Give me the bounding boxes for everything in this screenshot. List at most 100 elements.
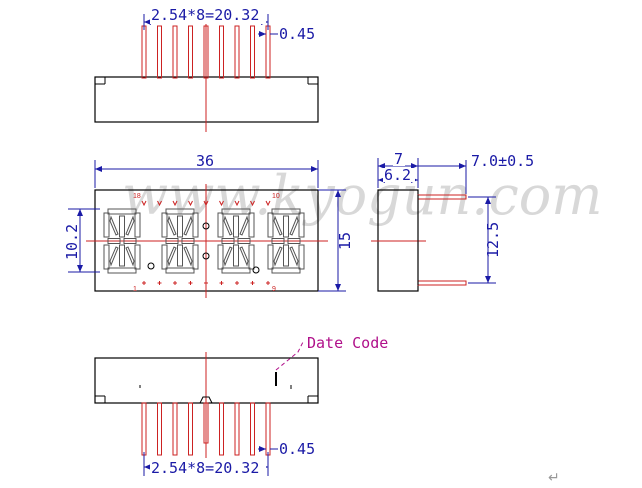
bottom-pin bbox=[203, 402, 209, 444]
segment-bottom bbox=[271, 267, 301, 274]
segment-diag-lower-right bbox=[183, 246, 193, 267]
bottom-pin bbox=[172, 402, 178, 456]
date-code-label: Date Code bbox=[307, 334, 388, 352]
segment-diag-upper-right bbox=[183, 215, 193, 236]
segment-lower-right bbox=[192, 244, 199, 270]
top-view-pins bbox=[141, 25, 271, 79]
front-view: 18 10 1 9 36 10.2 15 bbox=[63, 152, 354, 298]
pin-mark-top bbox=[172, 200, 178, 207]
segment-mid-right bbox=[287, 238, 301, 244]
segment-diag-upper-left bbox=[167, 215, 177, 236]
top-pin bbox=[172, 25, 178, 79]
decimal-point bbox=[202, 252, 210, 260]
bottom-pin bbox=[234, 402, 240, 456]
decimal-point bbox=[252, 266, 260, 274]
top-pin bbox=[219, 25, 224, 79]
digit-height-label: 10.2 bbox=[63, 224, 81, 260]
bottom-pin bbox=[157, 402, 162, 456]
top-view: 2.54*8=20.32 0.45 bbox=[94, 6, 319, 132]
segment-diag-lower-left bbox=[167, 246, 177, 267]
segment-lower-right bbox=[248, 244, 255, 270]
side-pin-length-label: 7.0±0.5 bbox=[471, 152, 534, 170]
pin-mark-top bbox=[203, 200, 209, 207]
segment-upper-left bbox=[267, 212, 274, 238]
decimal-point bbox=[202, 222, 210, 230]
pin-mark-top bbox=[157, 200, 162, 207]
digit-group bbox=[103, 208, 305, 274]
pin-marks bbox=[141, 200, 271, 285]
segment-upper-right bbox=[134, 212, 141, 238]
segment-diag-upper-left bbox=[273, 215, 283, 236]
bottom-pin bbox=[219, 402, 224, 456]
segment-top bbox=[221, 208, 251, 215]
segment-diag-upper-right bbox=[239, 215, 249, 236]
top-pin bbox=[203, 25, 209, 79]
segment-diag-lower-right bbox=[125, 246, 135, 267]
side-view: 7 6.2 7.0±0.5 12.5 bbox=[371, 150, 548, 292]
pin-mark-top bbox=[250, 200, 255, 207]
segment-center-upper bbox=[177, 215, 183, 238]
return-glyph: ↵ bbox=[548, 469, 560, 483]
bottom-pin bbox=[188, 402, 193, 456]
top-pin bbox=[157, 25, 162, 79]
side-inner-depth-label: 6.2 bbox=[384, 166, 411, 184]
bottom-view-notch bbox=[199, 396, 213, 404]
pin-label-9: 9 bbox=[272, 286, 276, 293]
segment-digit bbox=[161, 208, 199, 274]
segment-mid-right bbox=[181, 238, 195, 244]
segment-top bbox=[271, 208, 301, 215]
bottom-pin bbox=[141, 402, 147, 456]
segment-upper-right bbox=[298, 212, 305, 238]
pin-label-18: 18 bbox=[133, 193, 141, 200]
segment-lower-right bbox=[134, 244, 141, 270]
segment-lower-left bbox=[161, 244, 168, 270]
segment-upper-left bbox=[103, 212, 110, 238]
pin-mark-top bbox=[188, 200, 193, 207]
top-pin bbox=[234, 25, 240, 79]
top-pitch-label: 2.54*8=20.32 bbox=[151, 6, 259, 24]
decimal-point bbox=[147, 262, 155, 270]
pin-mark-top bbox=[234, 200, 240, 207]
top-pin bbox=[141, 25, 147, 79]
segment-center-upper bbox=[119, 215, 125, 238]
top-pin bbox=[250, 25, 255, 79]
bottom-pitch-label: 2.54*8=20.32 bbox=[151, 459, 259, 477]
segment-mid-left bbox=[221, 238, 235, 244]
pin-mark-top bbox=[219, 200, 224, 207]
segment-diag-lower-left bbox=[273, 246, 283, 267]
pin-label-10: 10 bbox=[272, 193, 280, 200]
top-pin bbox=[265, 25, 271, 79]
segment-mid-right bbox=[123, 238, 137, 244]
front-height-label: 15 bbox=[336, 232, 354, 250]
top-pin-width-label: 0.45 bbox=[279, 25, 315, 43]
segment-lower-left bbox=[217, 244, 224, 270]
segment-diag-lower-right bbox=[289, 246, 299, 267]
segment-digit bbox=[217, 208, 255, 274]
pin-mark-top bbox=[141, 200, 147, 207]
segment-diag-upper-right bbox=[125, 215, 135, 236]
segment-digit bbox=[103, 208, 141, 274]
pin-label-1: 1 bbox=[133, 286, 137, 293]
segment-mid-left bbox=[165, 238, 179, 244]
segment-bottom bbox=[107, 267, 137, 274]
bottom-view-pins bbox=[141, 402, 271, 456]
bottom-view: Date Code 0.45 2.54*8=20.32 bbox=[94, 334, 388, 478]
segment-diag-upper-left bbox=[223, 215, 233, 236]
segment-upper-left bbox=[217, 212, 224, 238]
side-view-lower-pin bbox=[417, 280, 467, 286]
side-pin-spacing-label: 12.5 bbox=[484, 222, 502, 258]
segment-upper-left bbox=[161, 212, 168, 238]
segment-lower-left bbox=[103, 244, 110, 270]
bottom-pin bbox=[250, 402, 255, 456]
segment-center-lower bbox=[233, 244, 239, 267]
segment-bottom bbox=[165, 267, 195, 274]
segment-mid-right bbox=[237, 238, 251, 244]
decimal-points bbox=[147, 222, 260, 274]
segment-mid-left bbox=[107, 238, 121, 244]
segment-center-lower bbox=[283, 244, 289, 267]
segment-top bbox=[165, 208, 195, 215]
top-pin bbox=[188, 25, 193, 79]
segment-upper-right bbox=[192, 212, 199, 238]
segment-center-lower bbox=[119, 244, 125, 267]
